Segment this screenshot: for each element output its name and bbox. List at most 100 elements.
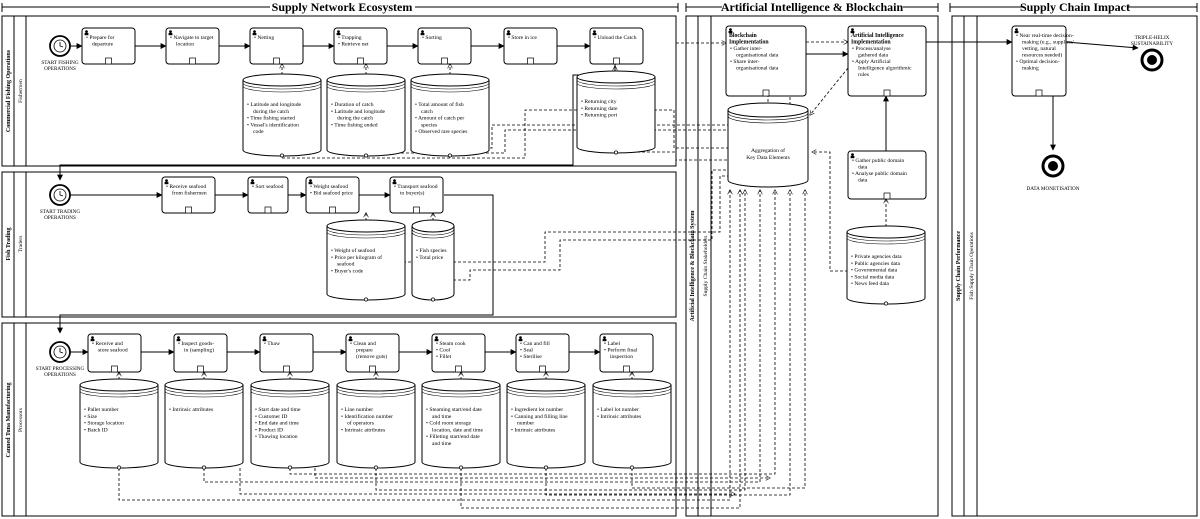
data-store-item: • Batch ID: [84, 427, 108, 433]
data-store-top: [242, 73, 322, 87]
user-icon-body: [420, 33, 425, 36]
task-fishing-3: • Trapping• Retrieve net: [333, 27, 388, 65]
data-store-canning-5: • Ingredient lot number• Canning and fil…: [506, 378, 586, 470]
section-title-impact: Supply Chain Impact: [1020, 0, 1130, 14]
task-title: Blockchain: [729, 33, 757, 39]
data-store-item: seafood: [337, 261, 355, 268]
clock-icon: [49, 35, 71, 57]
section-title-supply: Supply Network Ecosystem: [272, 0, 413, 14]
lane-title-canning: Canned Tuna Manufacturing: [6, 382, 12, 457]
user-icon: [169, 30, 172, 33]
user-icon: [177, 336, 180, 339]
user-icon: [1015, 28, 1018, 31]
user-icon-body: [84, 33, 89, 36]
data-store-body: [411, 226, 455, 301]
data-store-body: [164, 385, 244, 469]
task-label: • Thaw: [264, 341, 281, 347]
data-store-item: • Line number: [341, 407, 373, 413]
sequence-flows: [57, 39, 1139, 355]
end-event-data-monetisation: [1041, 154, 1065, 178]
subprocess-marker: [539, 365, 546, 373]
end-event-triple-helix: [1140, 48, 1164, 72]
task-label: • Apply Artificial: [852, 58, 891, 65]
task-label: • Steam cook: [436, 341, 466, 347]
data-store-top: [79, 378, 159, 392]
data-store-item: • Cold room storage: [426, 421, 472, 427]
data-store-item: • Steaming start/end date: [426, 407, 482, 413]
subprocess-marker: [264, 206, 272, 214]
task-label: organisational data: [736, 53, 779, 59]
subprocess-marker: [455, 365, 462, 373]
task-fishing-5: • Store in ice: [503, 27, 558, 65]
user-icon-body: [850, 156, 855, 159]
user-icon-body: [506, 33, 511, 36]
data-store-top: [576, 70, 656, 84]
data-store-top: [326, 73, 406, 87]
data-store-item: • Start date and time: [255, 407, 301, 413]
user-icon-body: [164, 182, 169, 185]
data-store-item: • Observed rare species: [415, 129, 467, 135]
data-store-public-sources: • Private agencies data• Public agencies…: [846, 225, 926, 306]
data-store-top: [410, 73, 490, 87]
user-icon-body: [728, 31, 733, 34]
user-icon: [309, 179, 312, 183]
task-label: • Inspect goods-: [178, 341, 214, 347]
task-label: • Receive and: [92, 341, 123, 347]
event-start-processing-l1: START PROCESSING: [36, 366, 85, 372]
subprocess-marker: [273, 57, 280, 65]
data-store-item: • Intrinsic attributes: [169, 407, 213, 413]
task-label: organisational data: [736, 66, 779, 72]
task-label: • Unload the Catch: [594, 35, 637, 41]
user-icon: [603, 336, 606, 339]
data-store-item: • Intrinsic attributes: [597, 414, 641, 420]
task-label: • Seal: [520, 348, 533, 354]
user-icon-body: [850, 31, 855, 34]
section-headers: [1, 3, 1198, 12]
subprocess-marker: [1035, 89, 1043, 97]
user-icon-body: [434, 339, 439, 342]
task-label: data: [858, 165, 868, 171]
data-store-item: • Intrinsic attributes: [511, 427, 555, 433]
task-label: store seafood: [98, 347, 128, 354]
aggregation-label: Key Data Elements: [746, 155, 790, 161]
task-label: • Sort seafood: [252, 183, 284, 190]
subprocess-marker: [283, 365, 290, 373]
task-label: resources needed): [1022, 52, 1062, 59]
data-store-item: • Storage location: [84, 421, 124, 427]
subprocess-marker: [623, 365, 630, 373]
data-store-item: • Governmental data: [851, 268, 898, 274]
task-label: making (e.g., suppliers': [1022, 39, 1074, 46]
task-title: Implementation: [729, 40, 769, 46]
task-label: • Near real-time decision-: [1016, 33, 1074, 39]
task-label: • Process/analyse: [852, 46, 891, 52]
data-store-item: and time: [432, 441, 452, 447]
task-decision-making: • Near real-time decision-making (e.g., …: [1011, 25, 1074, 97]
lane-title-fishing: Commercial Fishing Operations: [6, 49, 12, 132]
subprocess-marker: [883, 192, 891, 200]
data-store-trading-1: • Fish species• Total price: [411, 219, 455, 302]
data-store-top: [411, 219, 455, 233]
user-icon: [729, 28, 732, 31]
data-store-item: catch: [421, 109, 433, 115]
task-label: • Label: [604, 341, 621, 347]
section-title-ai: Artificial Intelligence & Blockchain: [721, 0, 904, 14]
user-icon: [851, 28, 854, 31]
data-store-item: • Filleting start/end date: [426, 434, 480, 440]
task-label: • Fillet: [436, 354, 452, 360]
task-label: vetting, natural: [1022, 46, 1056, 52]
task-label: • Optimal decision-: [1016, 59, 1060, 65]
data-store-item: • Amount of catch per: [415, 115, 464, 122]
lane-title-trading: Fish Trading: [6, 228, 12, 261]
data-store-item: • Returning city: [581, 99, 617, 105]
data-store-item: • Public agencies data: [851, 261, 901, 267]
user-icon-body: [250, 182, 255, 185]
lane-title-aib: Artificial Intelligence & Blockchain Sys…: [690, 211, 696, 322]
task-label: Intelligence algorithmic: [858, 66, 912, 72]
data-store-trading-0: • Weight of seafood• Price per kilogram …: [326, 219, 406, 302]
data-store-item: • Buyer's code: [331, 268, 364, 274]
